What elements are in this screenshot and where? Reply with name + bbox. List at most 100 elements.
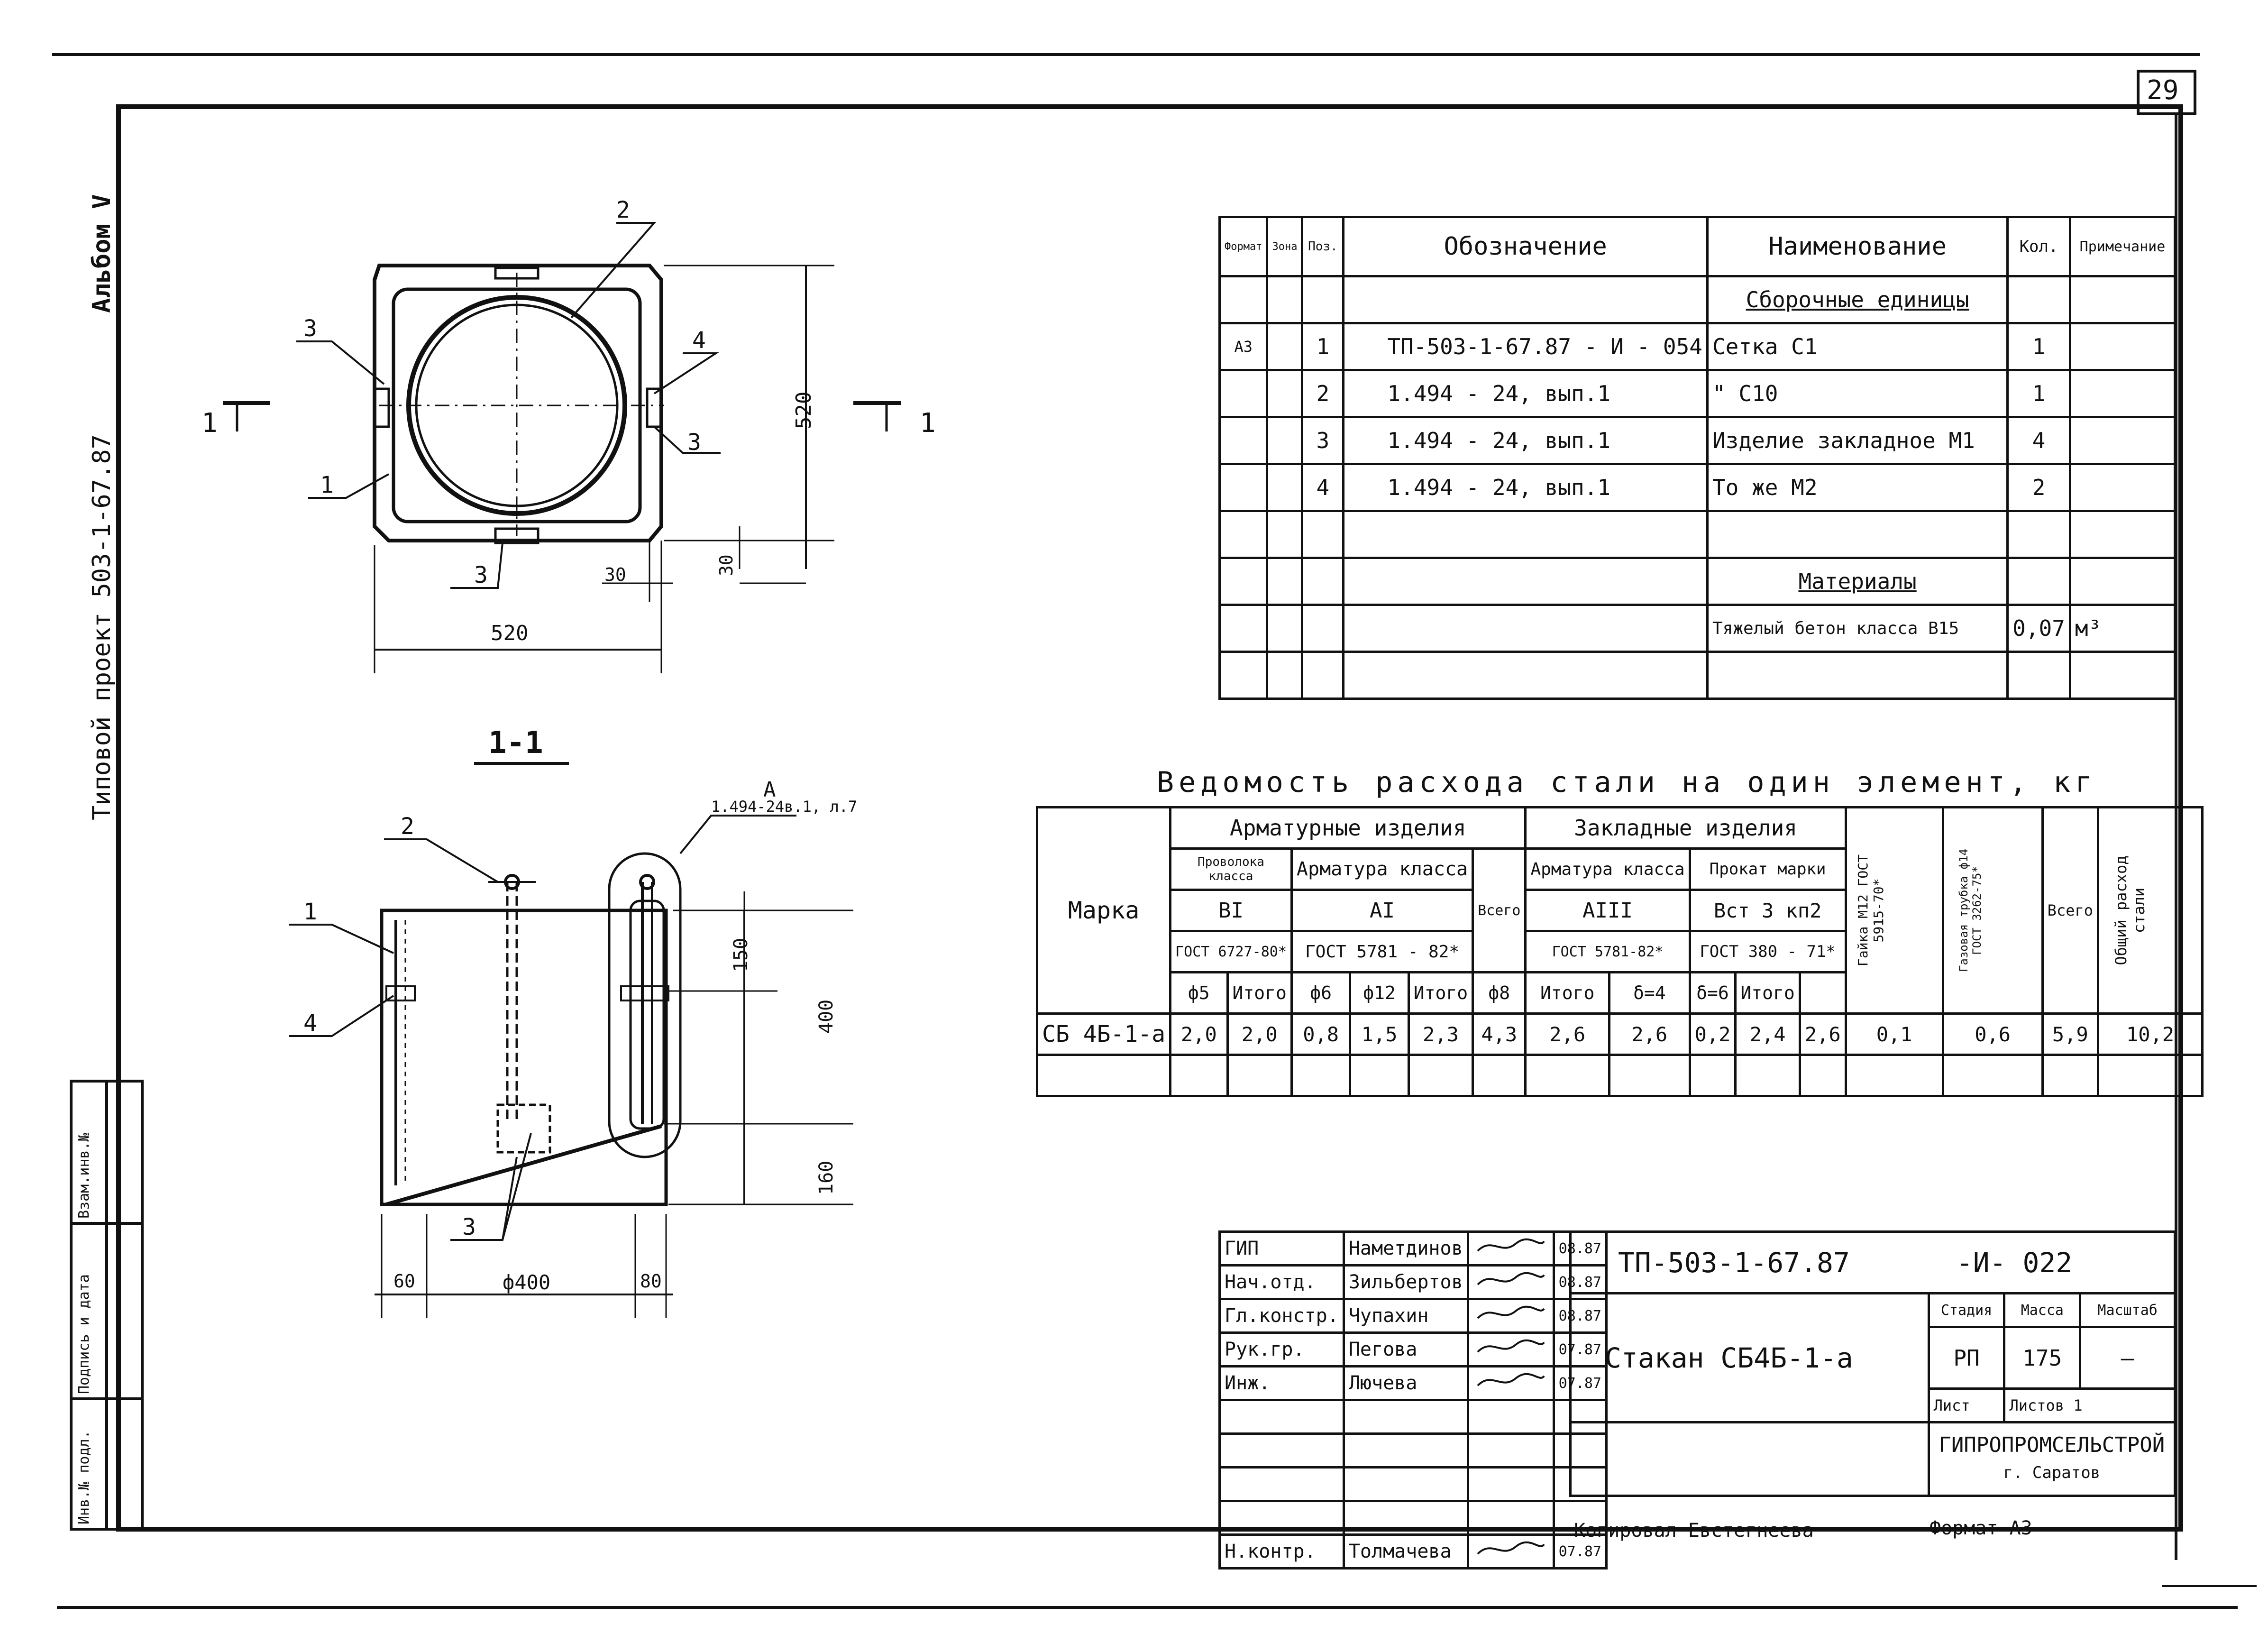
title-sheets-header: Листов 1 bbox=[2003, 1387, 2176, 1423]
steel-row-value: 5,9 bbox=[2041, 1012, 2100, 1056]
spec-cell-note bbox=[2068, 275, 2177, 324]
title-person-row bbox=[1218, 1466, 1608, 1502]
plan-callout-1: 1 bbox=[320, 472, 334, 498]
steel-row-value: 1,5 bbox=[1349, 1012, 1410, 1056]
title-person-name bbox=[1342, 1466, 1469, 1502]
plan-dim-30-vertical: 30 bbox=[716, 554, 737, 576]
title-person-name bbox=[1342, 1500, 1469, 1536]
title-person-role: Инж. bbox=[1218, 1365, 1345, 1401]
spec-header-format: Формат bbox=[1218, 216, 1269, 277]
plan-callout-3c: 3 bbox=[474, 562, 488, 588]
spec-cell-name: Изделие закладное М1 bbox=[1706, 416, 2009, 465]
spec-cell-pos: 4 bbox=[1301, 463, 1345, 512]
plan-callout-4: 4 bbox=[692, 327, 706, 354]
section-dim-150: 150 bbox=[730, 937, 752, 972]
title-element-name: Стакан СБ4Б-1-а bbox=[1569, 1292, 1930, 1423]
section-dim-80: 80 bbox=[640, 1271, 662, 1292]
title-person-sign bbox=[1466, 1399, 1555, 1435]
steel-row-mark: СБ 4Б-1-а bbox=[1035, 1012, 1172, 1056]
title-mass-header: Масса bbox=[2003, 1292, 2082, 1328]
title-block-main: ТП-503-1-67.87 -И- 022 Стакан СБ4Б-1-а С… bbox=[1569, 1230, 2177, 1497]
steel-header-armclass: Арматура класса bbox=[1290, 847, 1474, 891]
title-person-role: Нач.отд. bbox=[1218, 1264, 1345, 1300]
steel-class-vst: Вст 3 кп2 bbox=[1688, 889, 1847, 932]
spec-cell-zone bbox=[1266, 369, 1304, 418]
spec-header-note: Примечание bbox=[2068, 216, 2177, 277]
steel-row-value: 0,1 bbox=[1844, 1012, 1944, 1056]
title-person-role bbox=[1218, 1500, 1345, 1536]
title-person-sign bbox=[1466, 1365, 1555, 1401]
spec-cell-pos: 3 bbox=[1301, 416, 1345, 465]
steel-header-total-cell: Общий расход стали bbox=[2097, 806, 2204, 1015]
spec-cell-qty bbox=[2006, 557, 2071, 606]
title-person-name: Наметдинов bbox=[1342, 1230, 1469, 1267]
spec-cell-designation: 1.494 - 24, вып.1 bbox=[1342, 416, 1709, 465]
spec-cell-pos bbox=[1301, 510, 1345, 559]
spec-cell-pos: 2 bbox=[1301, 369, 1345, 418]
steel-row-value: 2,3 bbox=[1407, 1012, 1474, 1056]
copied-by: Копировал Евстегнеева bbox=[1574, 1520, 1814, 1542]
spec-header-qty: Кол. bbox=[2006, 216, 2071, 277]
spec-cell-zone bbox=[1266, 604, 1304, 653]
spec-row: Сборочные единицы bbox=[1218, 275, 2177, 324]
steel-header-nut: Гайка М12 ГОСТ 5915-70* bbox=[1855, 854, 1886, 967]
spec-cell-fmt bbox=[1218, 369, 1269, 418]
spec-cell-fmt bbox=[1218, 463, 1269, 512]
steel-empty-cell bbox=[1734, 1054, 1801, 1097]
steel-header-armature: Арматурные изделия bbox=[1169, 806, 1527, 850]
steel-row-value: 10,2 bbox=[2097, 1012, 2204, 1056]
spec-cell-name: Тяжелый бетон класса В15 bbox=[1706, 604, 2009, 653]
title-organization: ГИПРОПРОМСЕЛЬСТРОЙ bbox=[1939, 1433, 2165, 1457]
signature-mark bbox=[1477, 1272, 1545, 1285]
title-person-sign bbox=[1466, 1331, 1555, 1367]
steel-subheader-cell: ф6 bbox=[1290, 971, 1352, 1015]
specification-table: Формат Зона Поз. Обозначение Наименовани… bbox=[1218, 216, 2177, 700]
signature-mark bbox=[1477, 1238, 1545, 1252]
title-person-date bbox=[1552, 1500, 1608, 1536]
spec-cell-note bbox=[2068, 463, 2177, 512]
spec-cell-qty bbox=[2006, 651, 2071, 700]
title-person-name: Зильбертов bbox=[1342, 1264, 1469, 1300]
spec-cell-fmt bbox=[1218, 275, 1269, 324]
spec-cell-note bbox=[2068, 416, 2177, 465]
spec-cell-pos bbox=[1301, 604, 1345, 653]
title-mass: 175 bbox=[2003, 1326, 2082, 1390]
steel-subheader-cell: Итого bbox=[1734, 971, 1801, 1015]
project-label: Типовой проект 503-1-67.87 bbox=[88, 434, 116, 820]
plan-dim-30: 30 bbox=[604, 564, 626, 585]
spec-cell-designation: ТП-503-1-67.87 - И - 054 bbox=[1342, 322, 1709, 371]
title-scale-header: Масштаб bbox=[2079, 1292, 2176, 1328]
steel-row-value: 0,6 bbox=[1941, 1012, 2044, 1056]
spec-header-pos: Поз. bbox=[1301, 216, 1345, 277]
title-person-sign bbox=[1466, 1230, 1555, 1267]
steel-gost-armature: ГОСТ 5781 - 82* bbox=[1290, 930, 1474, 973]
section-dim-400: 400 bbox=[815, 999, 837, 1034]
steel-empty-cell bbox=[1169, 1054, 1229, 1097]
side-stamp bbox=[70, 1080, 144, 1531]
title-person-role: ГИП bbox=[1218, 1230, 1345, 1267]
section-view bbox=[289, 762, 853, 1318]
steel-gost-aiii: ГОСТ 5781-82* bbox=[1524, 930, 1691, 973]
title-person-sign bbox=[1466, 1264, 1555, 1300]
spec-cell-note bbox=[2068, 322, 2177, 371]
spec-cell-name: Материалы bbox=[1706, 557, 2009, 606]
title-person-date: 07.87 bbox=[1552, 1533, 1608, 1569]
title-person-role bbox=[1218, 1399, 1345, 1435]
title-person-sign bbox=[1466, 1533, 1555, 1569]
steel-empty-cell bbox=[1349, 1054, 1410, 1097]
title-person-sign bbox=[1466, 1466, 1555, 1502]
steel-subheader-cell: δ=4 bbox=[1608, 971, 1691, 1015]
spec-cell-zone bbox=[1266, 557, 1304, 606]
steel-subheader-cell: ф12 bbox=[1349, 971, 1410, 1015]
spec-cell-name: Сборочные единицы bbox=[1706, 275, 2009, 324]
steel-empty-cell bbox=[1226, 1054, 1293, 1097]
steel-subheader-cell: Итого bbox=[1524, 971, 1611, 1015]
steel-header-wire: Проволока класса bbox=[1169, 847, 1293, 891]
steel-row-value: 2,6 bbox=[1608, 1012, 1691, 1056]
